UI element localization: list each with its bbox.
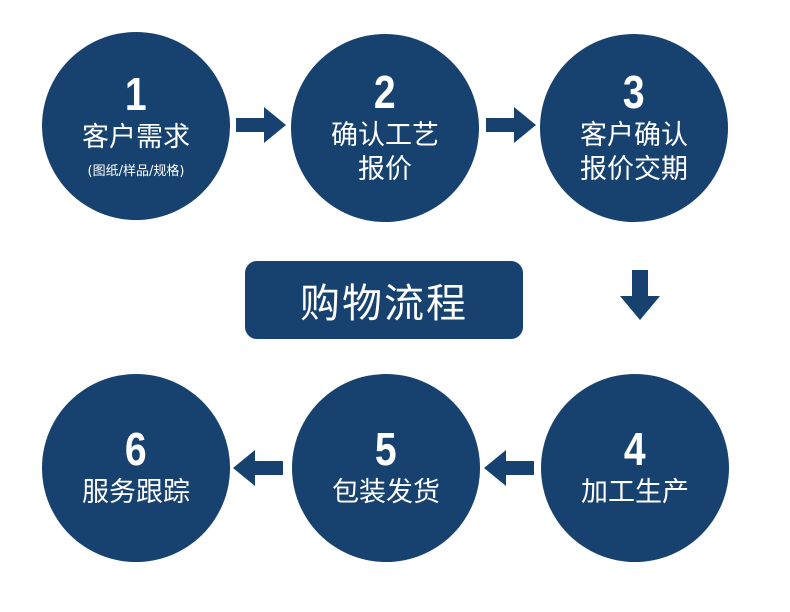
step-label: 加工生产 xyxy=(581,477,689,508)
step-5-circle: 5 包装发货 xyxy=(292,374,480,562)
step-1-circle: 1 客户需求 (图纸/样品/规格) xyxy=(42,32,230,220)
step-3-circle: 3 客户确认 报价交期 xyxy=(540,34,728,222)
arrow-left-icon xyxy=(484,450,534,486)
step-label: 客户需求 xyxy=(82,122,190,153)
step-label: 服务跟踪 xyxy=(82,477,190,508)
title-text: 购物流程 xyxy=(300,281,468,327)
step-2-circle: 2 确认工艺 报价 xyxy=(291,34,479,222)
step-4-circle: 4 加工生产 xyxy=(541,374,729,562)
page-title: 购物流程 xyxy=(245,261,523,339)
step-number: 2 xyxy=(374,66,396,118)
step-number: 3 xyxy=(623,66,645,118)
step-label-line2: 报价 xyxy=(358,154,412,185)
step-label-line2: 报价交期 xyxy=(580,154,688,185)
arrow-right-icon xyxy=(486,107,536,143)
step-label-line1: 客户确认 xyxy=(580,120,688,151)
arrow-down-icon xyxy=(620,270,660,320)
step-label-line1: 确认工艺 xyxy=(331,120,439,151)
step-number: 1 xyxy=(125,68,147,120)
step-number: 5 xyxy=(375,423,397,475)
step-number: 6 xyxy=(125,423,147,475)
arrow-right-icon xyxy=(236,107,286,143)
step-number: 4 xyxy=(624,423,646,475)
step-label: 包装发货 xyxy=(332,477,440,508)
step-6-circle: 6 服务跟踪 xyxy=(42,374,230,562)
step-sublabel: (图纸/样品/规格) xyxy=(87,164,185,179)
arrow-left-icon xyxy=(233,450,283,486)
